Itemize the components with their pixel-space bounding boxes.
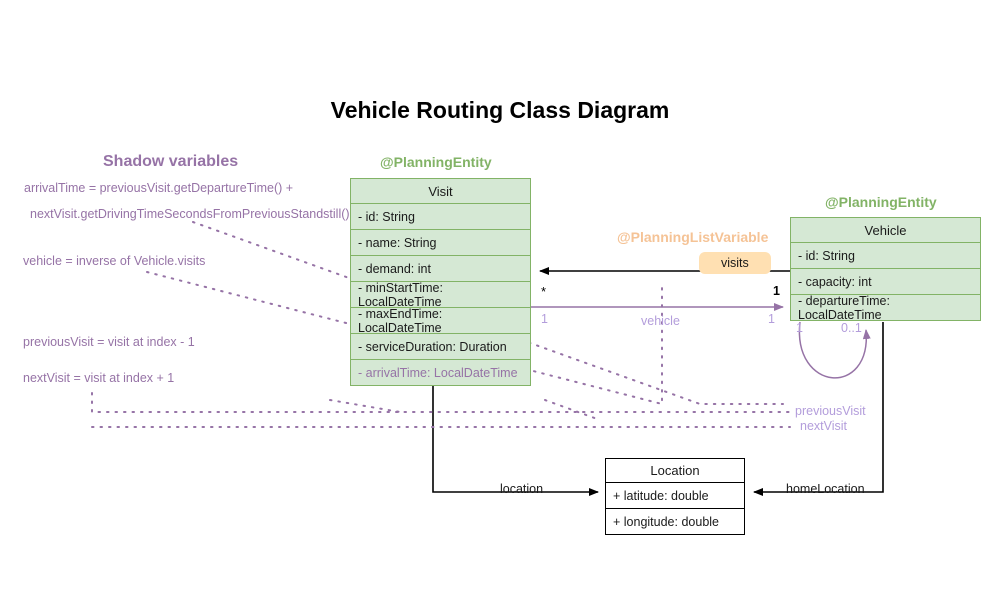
shadow-variable-arrivaltime-line2: nextVisit.getDrivingTimeSecondsFromPrevi…: [30, 207, 350, 221]
edge-label-vehicle: vehicle: [641, 314, 680, 328]
edge-label-location: location: [500, 482, 544, 496]
attribute-visit-demand: - demand: int: [350, 256, 531, 282]
class-box-location[interactable]: Location + latitude: double + longitude:…: [605, 458, 745, 535]
attribute-visit-maxendtime: - maxEndTime: LocalDateTime: [350, 307, 531, 335]
class-box-visit[interactable]: Visit - id: String - name: String - dema…: [350, 178, 531, 386]
class-name-location: Location: [605, 458, 745, 483]
shadow-variable-vehicle: vehicle = inverse of Vehicle.visits: [23, 254, 206, 268]
shadow-variable-arrivaltime-line1: arrivalTime = previousVisit.getDeparture…: [24, 181, 294, 195]
attribute-visit-name: - name: String: [350, 230, 531, 256]
edge-label-nextvisit: nextVisit: [800, 419, 848, 433]
multiplicity-visits-one: 1: [773, 284, 780, 298]
attribute-visit-id: - id: String: [350, 204, 531, 230]
shadow-connector-previous-visit: [91, 392, 791, 413]
multiplicity-vehicle-right: 1: [768, 312, 775, 326]
attribute-location-latitude: + latitude: double: [605, 483, 745, 509]
attribute-location-longitude: + longitude: double: [605, 509, 745, 535]
multiplicity-vehicle-left: 1: [541, 312, 548, 326]
stereotype-vehicle-planningentity: @PlanningEntity: [825, 194, 937, 210]
stereotype-planninglistvariable: @PlanningListVariable: [617, 229, 769, 245]
attribute-visit-serviceduration: - serviceDuration: Duration: [350, 334, 531, 360]
attribute-vehicle-capacity: - capacity: int: [790, 269, 981, 295]
shadow-variables-title: Shadow variables: [103, 153, 239, 170]
shadow-connector-next-visit: [91, 399, 791, 428]
class-box-vehicle[interactable]: Vehicle - id: String - capacity: int - d…: [790, 217, 981, 322]
multiplicity-loop-zero-one: 0..1: [841, 321, 862, 335]
page-title: Vehicle Routing Class Diagram: [330, 97, 670, 123]
edge-label-previousvisit: previousVisit: [795, 404, 866, 418]
class-name-visit: Visit: [350, 178, 531, 204]
multiplicity-visits-star: *: [541, 284, 547, 299]
attribute-vehicle-id: - id: String: [790, 243, 981, 269]
class-name-vehicle: Vehicle: [790, 217, 981, 243]
edge-location: [432, 383, 599, 496]
stereotype-visit-planningentity: @PlanningEntity: [380, 154, 492, 170]
attribute-visit-arrivaltime: - arrivalTime: LocalDateTime: [350, 360, 531, 386]
attribute-visit-minstarttime: - minStartTime: LocalDateTime: [350, 281, 531, 309]
badge-visits: visits: [699, 252, 771, 274]
edge-label-homelocation: homeLocation: [786, 482, 865, 496]
multiplicity-loop-one: 1: [796, 321, 803, 335]
shadow-variable-nextvisit: nextVisit = visit at index + 1: [23, 371, 175, 385]
attribute-vehicle-departuretime: - departureTime: LocalDateTime: [790, 294, 981, 322]
shadow-variable-previousvisit: previousVisit = visit at index - 1: [23, 335, 195, 349]
